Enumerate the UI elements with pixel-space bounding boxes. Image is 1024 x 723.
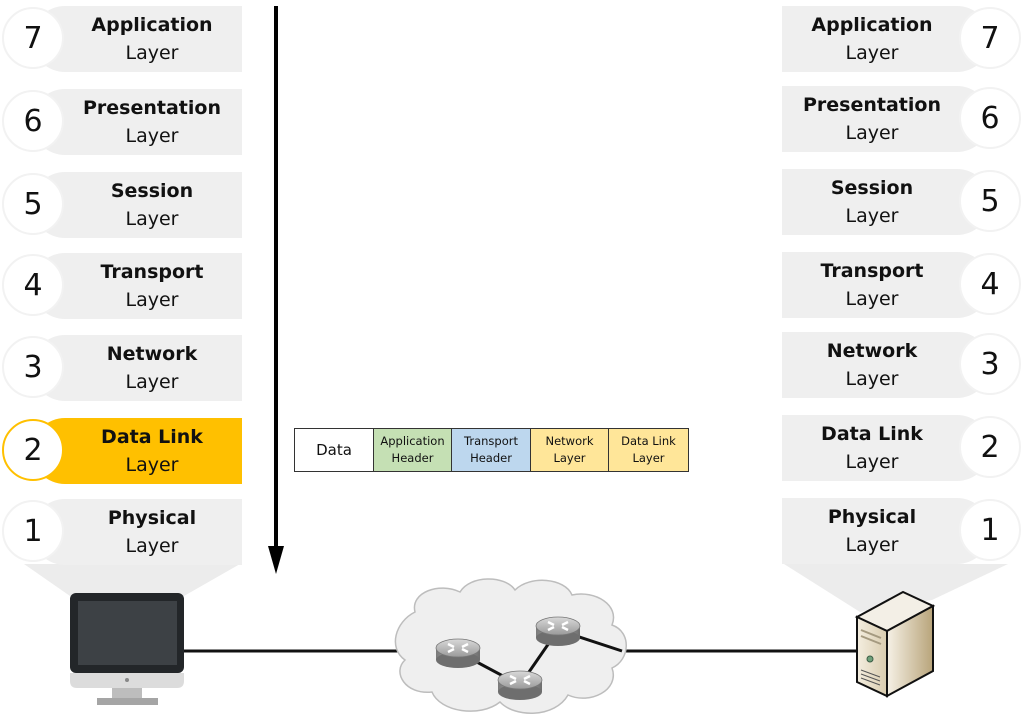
layer-name: Session [110,180,194,202]
layer-sub: Layer [125,371,179,393]
layer-sub: Layer [845,288,899,310]
layer-number: 2 [2,419,64,481]
router-icon [535,616,581,646]
left-funnel [24,564,240,596]
layer-sub: Layer [845,534,899,556]
layer-number: 5 [2,173,64,235]
layer-name: Transport [100,261,204,283]
layer-name: Physical [107,507,197,529]
layer-number: 7 [2,7,64,69]
layer-name: Data Link [821,423,923,445]
layer-bar [32,335,242,401]
layer-bar [782,252,990,318]
layer-number: 1 [2,500,64,562]
layer-name: Application [91,14,213,36]
layer-bar [32,89,242,155]
layer-number: 4 [2,254,64,316]
layer-bar [782,415,990,481]
layer-number: 6 [2,90,64,152]
layer-sub: Layer [845,368,899,390]
layer-number: 6 [959,87,1021,149]
layer-name: Presentation [83,97,221,119]
layer-number: 1 [959,499,1021,561]
layer-bar [32,253,242,319]
layer-bar-highlighted [32,418,242,484]
cloud-icon [394,578,627,714]
layer-bar [782,332,990,398]
layer-sub: Layer [845,42,899,64]
server-icon [854,590,936,698]
router-icon [435,638,481,668]
layer-sub: Layer [125,535,179,557]
layer-sub: Layer [125,289,179,311]
layer-number: 5 [959,170,1021,232]
right-funnel [784,564,1008,612]
layer-number: 3 [2,336,64,398]
layer-bar [782,498,990,564]
layer-bar [782,169,990,235]
pdu-segment-data: Data [295,429,374,471]
computer-icon [70,593,184,705]
layer-number: 2 [959,416,1021,478]
layer-name: Transport [820,260,924,282]
layer-bar [32,6,242,72]
layer-sub: Layer [845,205,899,227]
layer-name: Application [811,14,933,36]
layer-name: Data Link [101,426,203,448]
layer-name: Presentation [803,94,941,116]
layer-sub: Layer [845,451,899,473]
layer-sub: Layer [125,454,179,476]
layer-name: Session [830,177,914,199]
layer-bar [782,86,990,152]
layer-bar [32,172,242,238]
layer-name: Network [106,343,198,365]
layer-sub: Layer [125,208,179,230]
layer-bar [782,6,990,72]
layer-sub: Layer [845,122,899,144]
layer-bar [32,499,242,565]
router-icon [497,670,543,700]
layer-number: 3 [959,333,1021,395]
layer-number: 7 [959,7,1021,69]
layer-name: Physical [827,506,917,528]
layer-sub: Layer [125,125,179,147]
layer-sub: Layer [125,42,179,64]
layer-number: 4 [959,253,1021,315]
layer-name: Network [826,340,918,362]
